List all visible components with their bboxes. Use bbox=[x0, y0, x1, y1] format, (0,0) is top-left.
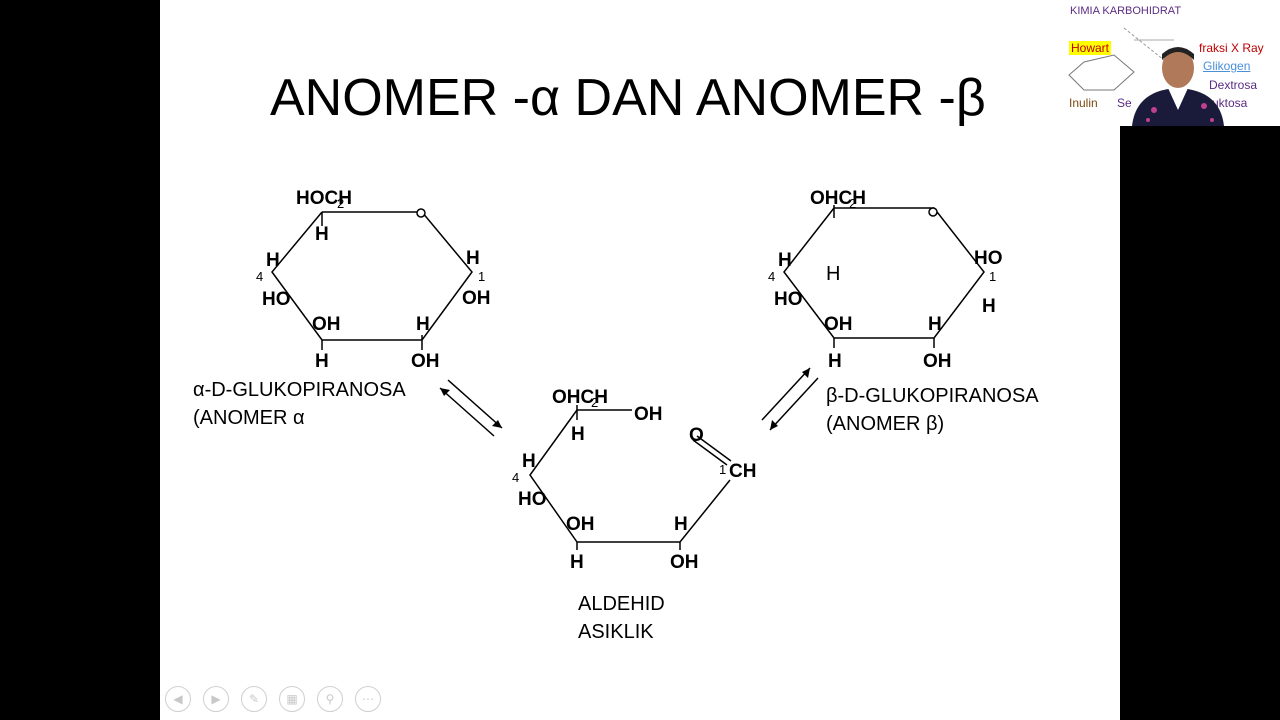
slides-grid-icon: ▦ bbox=[286, 692, 298, 706]
open-c3-oh: OH bbox=[566, 514, 595, 535]
slides-grid-button[interactable]: ▦ bbox=[279, 686, 305, 712]
alpha-caption-line2: (ANOMER α bbox=[193, 407, 305, 429]
open-top-h: H bbox=[571, 424, 585, 445]
thumb-glikogen: Glikogen bbox=[1203, 59, 1251, 73]
beta-c4-ho: HO bbox=[774, 289, 803, 310]
beta-ring-h: H bbox=[826, 263, 840, 285]
beta-caption-line1: β-D-GLUKOPIRANOSA bbox=[826, 385, 1039, 407]
zoom-icon: ⚲ bbox=[325, 692, 335, 706]
open-c2-oh: OH bbox=[670, 552, 699, 573]
alpha-c3-oh: OH bbox=[312, 314, 341, 335]
thumb-sketch bbox=[1068, 27, 1174, 91]
alpha-c4-h: H bbox=[266, 250, 280, 271]
beta-ring bbox=[783, 207, 985, 339]
open-c2-h: H bbox=[674, 514, 688, 535]
alpha-caption: α-D-GLUKOPIRANOSA (ANOMER α bbox=[193, 376, 406, 432]
open-c4-num: 4 bbox=[512, 470, 519, 485]
slide-thumbnail: KIMIA KARBOHIDRAT Howart fraksi X Ray Gl… bbox=[1064, 0, 1280, 126]
thumb-title: KIMIA KARBOHIDRAT bbox=[1070, 5, 1182, 17]
alpha-hoch2: HOCH bbox=[296, 188, 352, 209]
more-options-button[interactable]: ⋯ bbox=[355, 686, 381, 712]
slide bbox=[160, 0, 1120, 720]
zoom-button[interactable]: ⚲ bbox=[317, 686, 343, 712]
beta-c1-h: H bbox=[982, 296, 996, 317]
alpha-c2-oh: OH bbox=[411, 351, 440, 372]
equilibrium-arrow-left-forward bbox=[447, 379, 503, 429]
beta-ohch2: OHCH bbox=[810, 188, 866, 209]
alpha-c1-num: 1 bbox=[478, 269, 485, 284]
beta-c4-h: H bbox=[778, 250, 792, 271]
beta-caption-line2: (ANOMER β) bbox=[826, 413, 945, 435]
beta-c2-h: H bbox=[928, 314, 942, 335]
pen-button[interactable]: ✎ bbox=[241, 686, 267, 712]
open-caption-line1: ALDEHID bbox=[578, 593, 665, 615]
next-slide-button[interactable]: ▶ bbox=[203, 686, 229, 712]
alpha-c1-h: H bbox=[466, 248, 480, 269]
prev-slide-icon: ◀ bbox=[173, 692, 183, 706]
beta-ohch2-sub: 2 bbox=[849, 196, 856, 211]
beta-c2-oh: OH bbox=[923, 351, 952, 372]
presenter-video-panel bbox=[1120, 126, 1280, 720]
beta-c3-oh: OH bbox=[824, 314, 853, 335]
alpha-hoch2-sub: 2 bbox=[337, 196, 344, 211]
next-slide-icon: ▶ bbox=[211, 692, 221, 706]
open-c3-h: H bbox=[570, 552, 584, 573]
pen-icon: ✎ bbox=[248, 692, 260, 706]
prev-slide-button[interactable]: ◀ bbox=[165, 686, 191, 712]
beta-c3-h: H bbox=[828, 351, 842, 372]
alpha-top-h: H bbox=[315, 224, 329, 245]
beta-ring-oxygen bbox=[928, 207, 938, 217]
open-ohch2-sub: 2 bbox=[591, 395, 598, 410]
beta-caption: β-D-GLUKOPIRANOSA (ANOMER β) bbox=[826, 382, 1039, 438]
more-icon: ⋯ bbox=[362, 692, 374, 706]
open-top-oh: OH bbox=[634, 404, 663, 425]
open-c1-ch: CH bbox=[729, 461, 756, 482]
alpha-c3-h: H bbox=[315, 351, 329, 372]
alpha-c2-h: H bbox=[416, 314, 430, 335]
open-c1-num: 1 bbox=[719, 462, 726, 477]
beta-c1-ho: HO bbox=[974, 248, 1003, 269]
open-ohch2: OHCH bbox=[552, 387, 608, 408]
thumb-difraksi: fraksi X Ray bbox=[1199, 41, 1264, 55]
alpha-c1-oh: OH bbox=[462, 288, 491, 309]
slide-title: ANOMER -α DAN ANOMER -β bbox=[270, 69, 986, 127]
open-aldehyde-o: O bbox=[689, 425, 704, 446]
alpha-ring bbox=[271, 211, 473, 341]
thumb-inulin: Inulin bbox=[1069, 96, 1098, 110]
open-c4-h: H bbox=[522, 451, 536, 472]
open-caption-line2: ASIKLIK bbox=[578, 621, 654, 643]
alpha-ring-oxygen bbox=[416, 208, 426, 218]
alpha-caption-line1: α-D-GLUKOPIRANOSA bbox=[193, 379, 406, 401]
presenter-figure bbox=[1132, 47, 1224, 126]
thumb-se: Se bbox=[1117, 96, 1132, 110]
beta-c4-num: 4 bbox=[768, 269, 775, 284]
open-c4-ho: HO bbox=[518, 489, 547, 510]
alpha-c4-num: 4 bbox=[256, 269, 263, 284]
thumb-dextrosa: Dextrosa bbox=[1209, 78, 1258, 92]
alpha-c4-ho: HO bbox=[262, 289, 291, 310]
beta-c1-num: 1 bbox=[989, 269, 996, 284]
thumb-howart: Howart bbox=[1069, 41, 1112, 55]
open-caption: ALDEHID ASIKLIK bbox=[578, 590, 665, 646]
thumb-uktosa: uktosa bbox=[1212, 96, 1248, 110]
